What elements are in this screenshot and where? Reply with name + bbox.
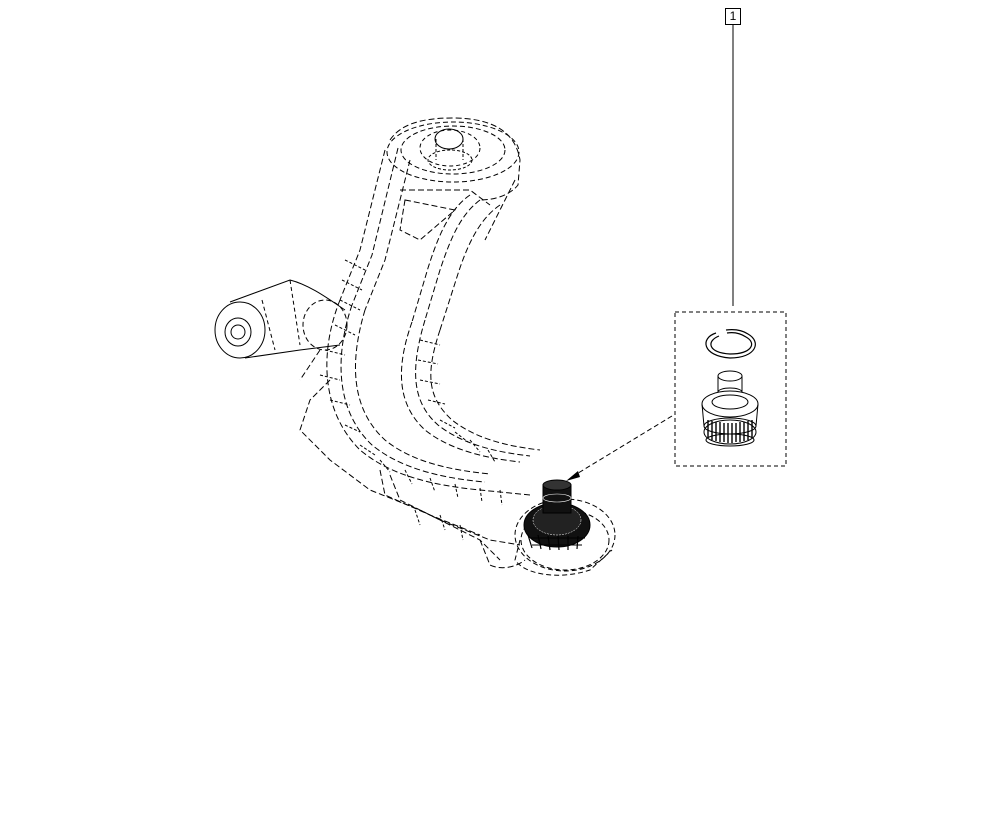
- top-bushing: [386, 121, 520, 183]
- arm-section-ticks: [319, 259, 503, 541]
- assembly-leader: [566, 415, 673, 481]
- installed-ball-joint: [523, 479, 591, 551]
- front-bushing: [214, 279, 348, 359]
- detail-box: [674, 311, 787, 467]
- callout-label-1: 1: [725, 8, 741, 25]
- arm-upper-body: [339, 117, 521, 331]
- control-arm: [214, 117, 616, 576]
- ball-joint-part-icon: [701, 370, 759, 447]
- arm-curved-body: [299, 299, 541, 569]
- circlip-icon: [705, 329, 756, 359]
